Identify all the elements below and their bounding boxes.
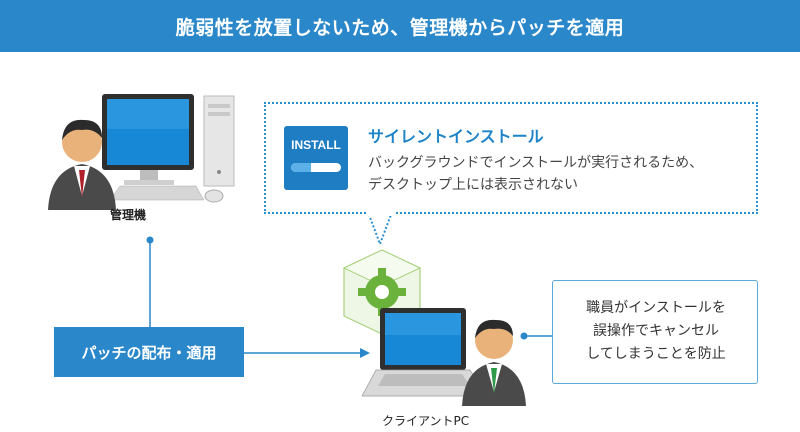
install-progress-fill <box>291 163 311 172</box>
client-pc-label: クライアントPC <box>382 414 470 428</box>
admin-connector-dot <box>146 236 154 244</box>
laptop-icon <box>361 308 487 397</box>
callout-title: サイレントインストール <box>368 127 544 146</box>
install-progress-bar <box>291 163 341 172</box>
callout-pointer-mask <box>366 210 394 216</box>
callout-description-line2: デスクトップ上には表示されない <box>368 177 578 193</box>
note-line3: してしまうことを防止 <box>586 346 726 362</box>
admin-computer-icon <box>102 94 235 203</box>
note-line2: 誤操作でキャンセル <box>593 323 719 339</box>
patch-distribution-label: パッチの配布・適用 <box>81 343 217 362</box>
client-person-icon <box>462 319 526 406</box>
admin-person-icon <box>48 119 116 210</box>
install-icon-label: INSTALL <box>291 138 341 152</box>
prevention-note-box: 職員がインストールを 誤操作でキャンセル してしまうことを防止 <box>552 280 758 384</box>
install-icon: INSTALL <box>284 126 348 190</box>
patch-arrow-head <box>360 348 370 358</box>
note-connector-dot <box>520 332 528 340</box>
header-banner: 脆弱性を放置しないため、管理機からパッチを適用 <box>0 0 800 52</box>
gear-cube-icon <box>342 249 422 335</box>
admin-label: 管理機 <box>110 208 147 222</box>
patch-distribution-box: パッチの配布・適用 <box>54 327 244 377</box>
callout-pointer <box>366 211 394 247</box>
callout-description-line1: バックグラウンドでインストールが実行されるため、 <box>368 155 704 171</box>
note-line1: 職員がインストールを <box>586 300 726 316</box>
page-title: 脆弱性を放置しないため、管理機からパッチを適用 <box>175 16 625 39</box>
